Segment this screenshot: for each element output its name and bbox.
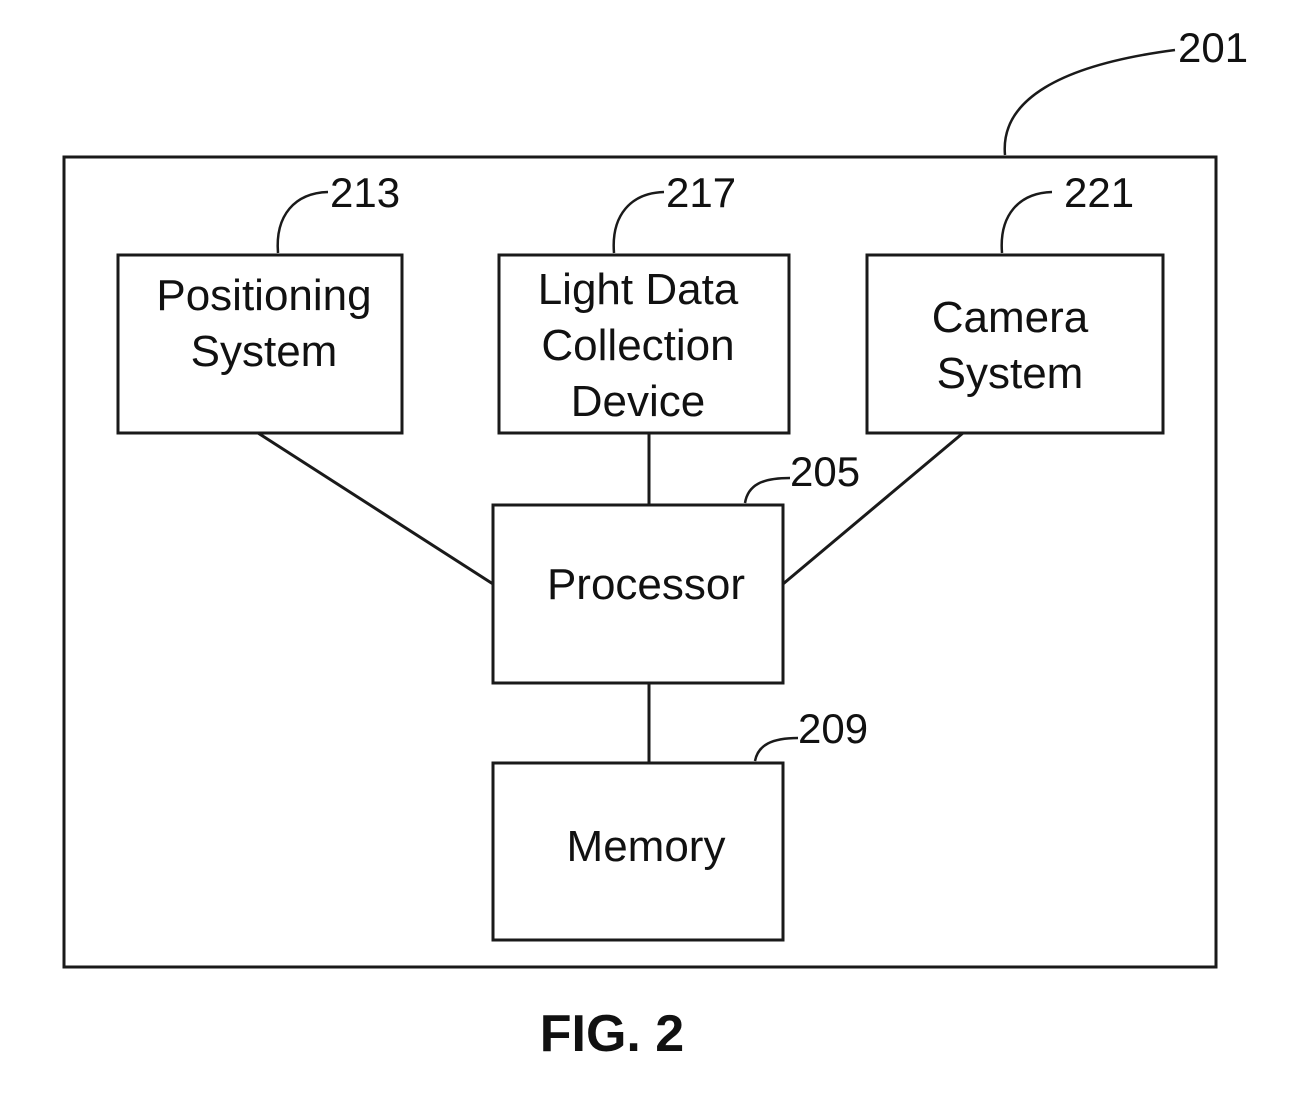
processor-ref-leader xyxy=(745,478,790,503)
camera-system-ref: 221 xyxy=(1064,169,1134,216)
light-data-collection-device-label-line3: Device xyxy=(571,377,706,426)
light-data-collection-device-ref: 217 xyxy=(666,169,736,216)
camera-system-label-line1: Camera xyxy=(932,293,1089,342)
camera-system-ref-leader xyxy=(1002,192,1052,253)
light-data-collection-device-label-line1: Light Data xyxy=(538,265,739,314)
processor-label: Processor xyxy=(547,560,745,609)
connector-positioning-processor xyxy=(258,433,493,584)
memory-block: Memory 209 xyxy=(493,705,868,940)
figure-caption: FIG. 2 xyxy=(540,1005,684,1063)
positioning-system-label-line1: Positioning xyxy=(156,271,371,320)
outer-ref-label: 201 xyxy=(1178,24,1248,71)
memory-ref-leader xyxy=(755,738,798,761)
light-data-collection-device-ref-leader xyxy=(614,192,664,253)
camera-system-label-line2: System xyxy=(937,349,1084,398)
positioning-system-ref-leader xyxy=(278,192,328,253)
outer-ref-leader xyxy=(1005,50,1175,155)
positioning-system-block: Positioning System 213 xyxy=(118,169,402,433)
memory-label: Memory xyxy=(567,822,726,871)
camera-system-block: Camera System 221 xyxy=(867,169,1163,433)
memory-ref: 209 xyxy=(798,705,868,752)
processor-ref: 205 xyxy=(790,448,860,495)
light-data-collection-device-label-line2: Collection xyxy=(541,321,734,370)
positioning-system-label-line2: System xyxy=(191,327,338,376)
camera-system-box xyxy=(867,255,1163,433)
positioning-system-ref: 213 xyxy=(330,169,400,216)
light-data-collection-device-block: Light Data Collection Device 217 xyxy=(499,169,789,433)
